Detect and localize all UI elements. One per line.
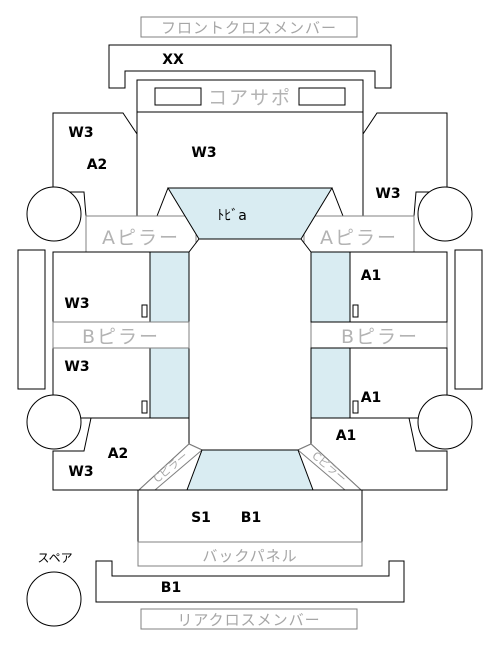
front-bumper-label: XX bbox=[162, 52, 184, 68]
front-cross-member-box[interactable] bbox=[140, 16, 358, 38]
right-front-door-label: A1 bbox=[361, 268, 382, 284]
roof-panel[interactable] bbox=[188, 238, 312, 451]
back-panel-label: バックパネル bbox=[202, 547, 297, 565]
b-pillar-left-area[interactable] bbox=[52, 321, 190, 349]
right-rear-handle[interactable] bbox=[352, 400, 359, 414]
spare-wheel[interactable] bbox=[26, 571, 82, 627]
left-fender-a2-label: A2 bbox=[87, 157, 108, 173]
back-panel-box[interactable] bbox=[137, 541, 363, 567]
left-fender-w3-label: W3 bbox=[68, 125, 93, 141]
right-front-door-glass[interactable] bbox=[310, 251, 351, 323]
right-quarter-a1-label: A1 bbox=[336, 428, 357, 444]
left-rear-handle[interactable] bbox=[141, 400, 148, 414]
rear-left-wheel[interactable] bbox=[26, 394, 82, 450]
b-pillar-left-label: Bピラー bbox=[82, 326, 160, 348]
rear-glass[interactable] bbox=[186, 449, 314, 491]
right-front-handle[interactable] bbox=[352, 304, 359, 318]
left-front-handle[interactable] bbox=[141, 304, 148, 318]
a-pillar-left-label: Aピラー bbox=[102, 227, 180, 249]
rear-bumper-bracket[interactable] bbox=[95, 560, 405, 603]
headlight-left[interactable] bbox=[154, 87, 202, 106]
headlight-right[interactable] bbox=[298, 87, 346, 106]
right-rear-door-glass[interactable] bbox=[310, 347, 351, 419]
rear-bumper-label: B1 bbox=[161, 580, 181, 596]
front-left-wheel[interactable] bbox=[26, 186, 82, 242]
trunk-b1-label: B1 bbox=[241, 510, 261, 526]
left-rear-door-glass[interactable] bbox=[149, 347, 190, 419]
rear-right-wheel[interactable] bbox=[417, 394, 473, 450]
rear-cross-member-box[interactable] bbox=[140, 608, 358, 630]
right-front-fender[interactable] bbox=[362, 112, 448, 217]
b-pillar-right-label: Bピラー bbox=[341, 326, 419, 348]
right-fender-w3-label: W3 bbox=[375, 186, 400, 202]
front-bumper-bracket[interactable] bbox=[108, 44, 392, 89]
left-front-door-label: W3 bbox=[64, 296, 89, 312]
spare-label: スペア bbox=[37, 551, 72, 565]
windshield-label: ﾄﾋﾞa bbox=[217, 208, 247, 224]
a-pillar-right-area[interactable] bbox=[303, 215, 415, 253]
left-rear-door-label: W3 bbox=[64, 359, 89, 375]
left-quarter-w3-label: W3 bbox=[68, 464, 93, 480]
core-support-label: コアサポ bbox=[208, 87, 292, 109]
front-cross-member-label: フロントクロスメンバー bbox=[161, 19, 337, 37]
front-right-wheel[interactable] bbox=[417, 186, 473, 242]
left-front-door-glass[interactable] bbox=[149, 251, 190, 323]
hood-label: W3 bbox=[191, 145, 216, 161]
left-quarter-a2-label: A2 bbox=[108, 446, 129, 462]
trunk-s1-label: S1 bbox=[191, 510, 211, 526]
left-rear-fender[interactable] bbox=[52, 417, 190, 491]
left-side-sill[interactable] bbox=[17, 249, 46, 390]
right-side-sill[interactable] bbox=[454, 249, 483, 390]
trunk-lid[interactable] bbox=[137, 489, 363, 543]
right-rear-door-label: A1 bbox=[361, 390, 382, 406]
rear-cross-member-label: リアクロスメンバー bbox=[177, 611, 320, 629]
a-pillar-right-label: Aピラー bbox=[320, 227, 398, 249]
